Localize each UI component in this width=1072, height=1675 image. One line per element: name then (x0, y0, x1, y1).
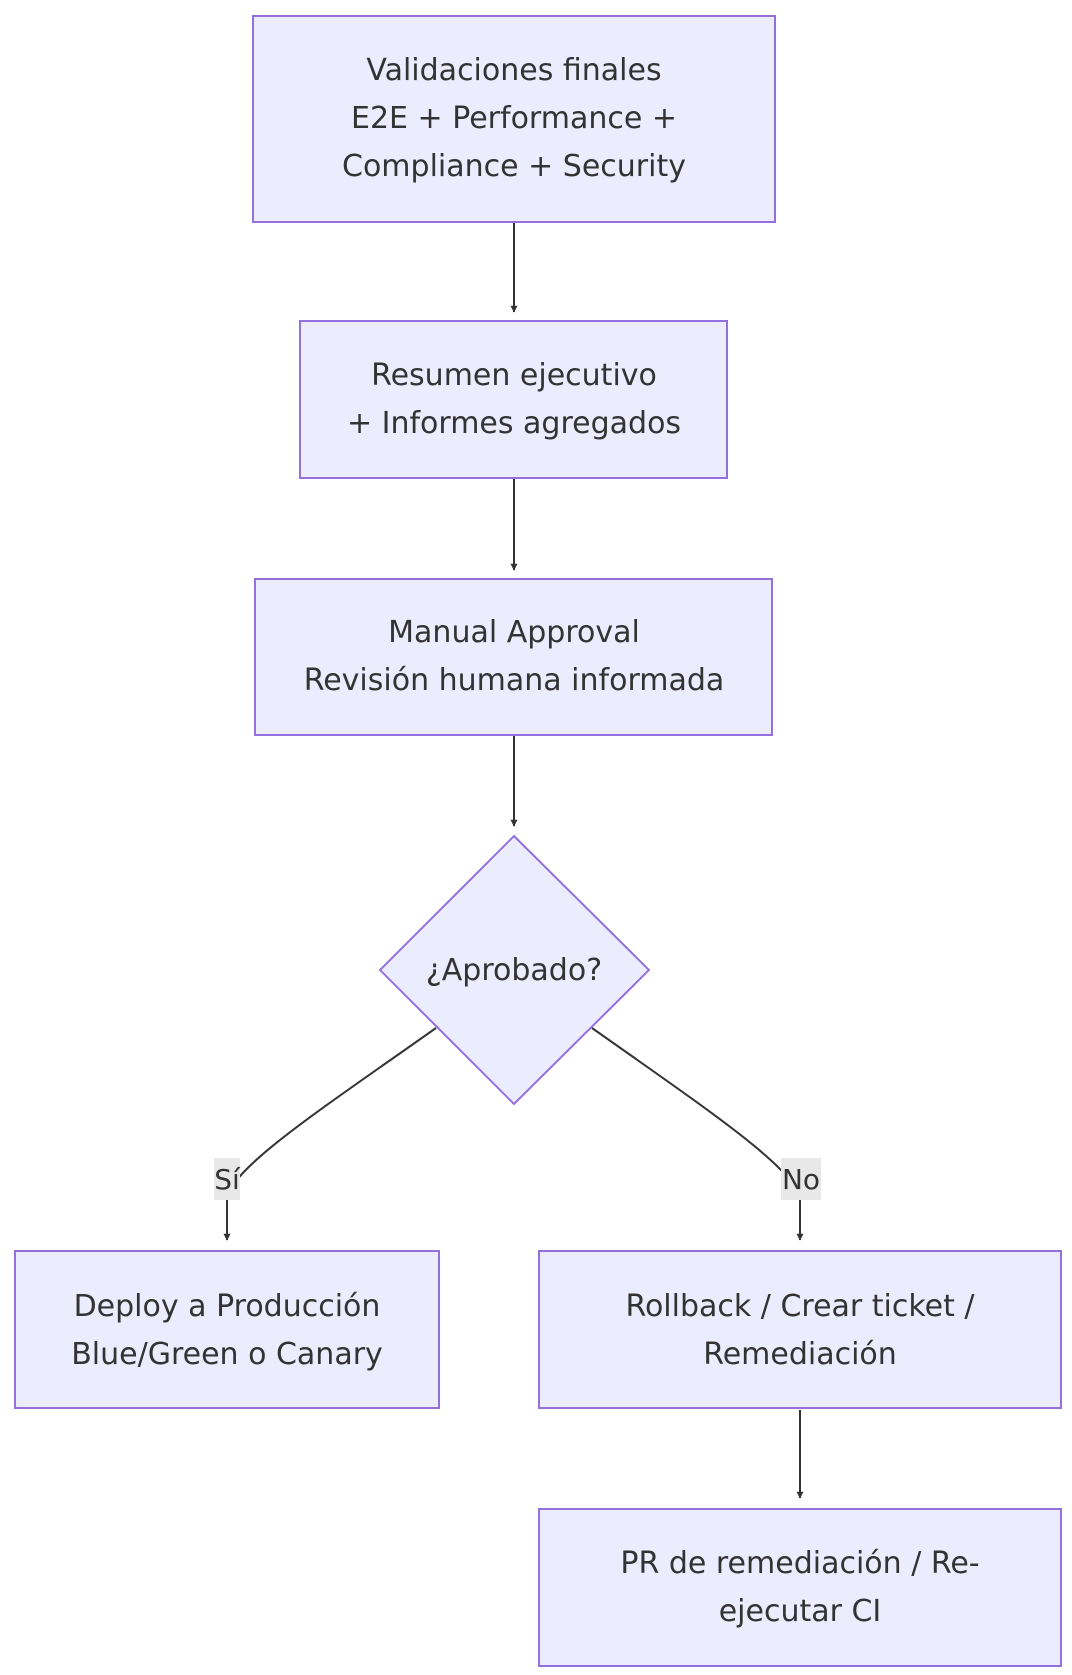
edge-decision-to-rollback (591, 1027, 804, 1241)
node-rollback-line1: Rollback / Crear ticket / (625, 1289, 975, 1324)
node-pr-line2: ejecutar CI (719, 1594, 882, 1629)
node-pr-remediacion: PR de remediación / Re- ejecutar CI (538, 1508, 1062, 1667)
node-approval-line2: Revisión humana informada (304, 663, 725, 698)
node-resumen-line2: + Informes agregados (347, 406, 681, 441)
node-validaciones-finales: Validaciones finales E2E + Performance +… (252, 15, 776, 223)
node-approval-line1: Manual Approval (388, 615, 640, 650)
node-manual-approval: Manual Approval Revisión humana informad… (254, 578, 773, 736)
node-rollback-line2: Remediación (703, 1337, 897, 1372)
node-deploy-produccion: Deploy a Producción Blue/Green o Canary (14, 1250, 440, 1409)
node-rollback: Rollback / Crear ticket / Remediación (538, 1250, 1062, 1409)
edge-decision-to-deploy (223, 1027, 437, 1241)
node-deploy-line2: Blue/Green o Canary (71, 1337, 383, 1372)
node-decision-label: ¿Aprobado? (426, 953, 602, 988)
node-validaciones-line1: Validaciones finales (366, 53, 661, 88)
node-decision-aprobado: ¿Aprobado? (378, 834, 651, 1106)
node-validaciones-line3: Compliance + Security (342, 149, 686, 184)
node-resumen-ejecutivo: Resumen ejecutivo + Informes agregados (299, 320, 728, 479)
node-pr-line1: PR de remediación / Re- (620, 1546, 979, 1581)
edge-label-no-text: No (782, 1163, 820, 1196)
edge-label-yes: Sí (214, 1158, 241, 1200)
node-resumen-line1: Resumen ejecutivo (371, 358, 657, 393)
edge-label-yes-text: Sí (214, 1163, 241, 1196)
node-deploy-line1: Deploy a Producción (74, 1289, 381, 1324)
edge-label-no: No (781, 1158, 821, 1200)
node-validaciones-line2: E2E + Performance + (351, 101, 677, 136)
